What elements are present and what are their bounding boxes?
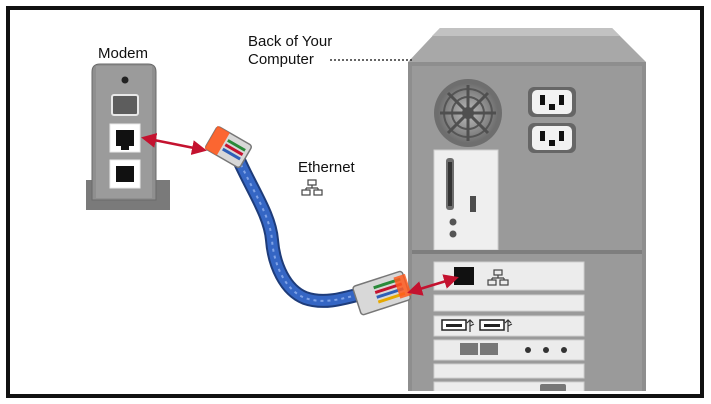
usb-card-slot — [433, 315, 585, 337]
rj45-plug-computer-end — [352, 270, 412, 316]
computer-connection-arrow — [407, 274, 459, 296]
modem-power-led — [121, 76, 129, 84]
blank-slot-cover-2 — [433, 363, 585, 379]
modem-reset-button — [111, 94, 139, 116]
io-port-panel — [433, 149, 499, 251]
power-socket-2 — [528, 123, 576, 153]
network-card-slot — [433, 261, 585, 291]
usb-icon — [466, 319, 475, 332]
rj45-plug-modem-end — [204, 125, 252, 169]
computer-ethernet-port — [454, 267, 474, 285]
ethernet-network-icon — [301, 179, 323, 196]
network-icon — [487, 269, 509, 286]
modem-label: Modem — [98, 45, 148, 62]
audio-card-slot — [433, 339, 585, 361]
back-of-computer-label-line1: Back of Your — [248, 33, 332, 50]
modem-connection-arrow — [141, 132, 207, 156]
back-of-computer-label-line2: Computer — [248, 51, 314, 68]
computer-back-panel — [408, 28, 646, 391]
fan-vent-icon — [434, 79, 502, 147]
serial-card-slot — [433, 381, 585, 391]
power-socket-1 — [528, 87, 576, 117]
modem-device — [86, 63, 170, 210]
ethernet-cable — [231, 151, 375, 308]
blank-slot-cover — [433, 294, 585, 312]
ethernet-label: Ethernet — [298, 159, 356, 176]
